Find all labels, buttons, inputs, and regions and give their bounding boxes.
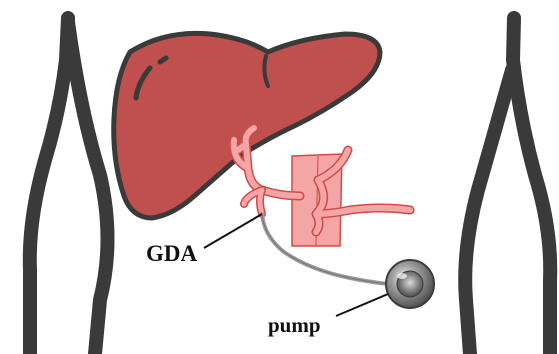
pump-leader-line <box>336 294 388 316</box>
gda-leader-line <box>204 214 262 248</box>
gda-label: GDA <box>146 241 198 266</box>
liver-highlight-dot <box>160 58 166 62</box>
pump-device <box>386 260 434 308</box>
body-outline-left <box>30 18 68 354</box>
pump-label: pump <box>268 313 321 337</box>
body-outline-right-inner <box>465 70 512 354</box>
body-outline-left-inner <box>68 22 108 354</box>
